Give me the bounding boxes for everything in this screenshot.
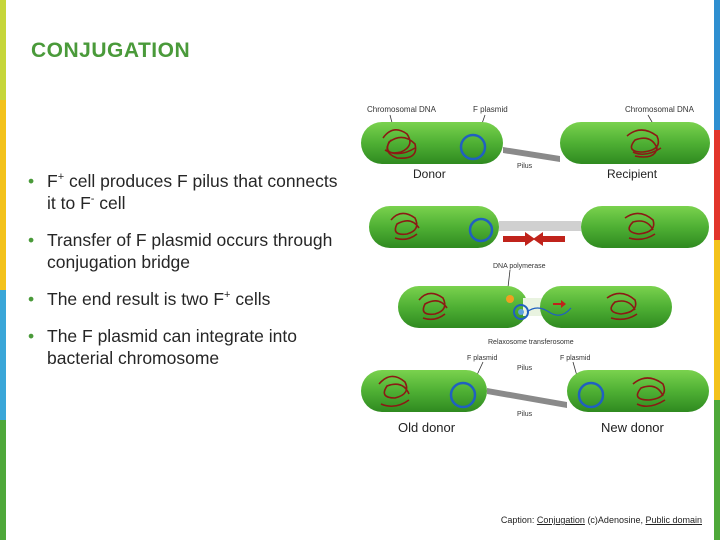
image-caption: Caption: Conjugation (c)Adenosine, Publi… xyxy=(501,515,702,525)
bullet-text: cell xyxy=(94,193,126,213)
bullet-text: cells xyxy=(230,289,271,309)
right-color-stripe xyxy=(714,0,720,540)
dna-polymerase-dot xyxy=(506,295,514,303)
caption-source-link[interactable]: Conjugation xyxy=(536,515,585,525)
label-new-donor: New donor xyxy=(601,420,664,435)
transfer-arrow-right xyxy=(503,232,535,246)
chromosome-coil xyxy=(632,377,666,408)
left-color-stripe xyxy=(0,0,6,540)
caption-license-link[interactable]: Public domain xyxy=(645,515,702,525)
bullet-item: • The F plasmid can integrate into bacter… xyxy=(28,325,348,369)
label-dna-polymerase: DNA polymerase xyxy=(493,263,546,270)
bullet-list: •F+ cell produces F pilus that connects … xyxy=(28,170,348,384)
label-donor: Donor xyxy=(413,167,446,181)
label-f-plasmid-right: F plasmid xyxy=(560,355,590,362)
f-plasmid-circle xyxy=(459,133,487,161)
donor-cell xyxy=(398,286,528,328)
label-chromosomal-dna-right: Chromosomal DNA xyxy=(625,105,695,114)
old-donor-cell xyxy=(361,370,487,412)
label-chromosomal-dna-left: Chromosomal DNA xyxy=(367,105,437,114)
chromosome-coil xyxy=(606,292,638,321)
superscript: - xyxy=(90,193,95,206)
bullet-dot: • xyxy=(28,289,35,309)
chromosome-coil xyxy=(626,129,662,158)
transfer-arrow-left xyxy=(533,232,565,246)
pilus xyxy=(487,388,567,408)
caption-author: (c)Adenosine, xyxy=(584,515,646,525)
f-plasmid-circle xyxy=(468,217,494,243)
conjugation-diagram: Chromosomal DNA F plasmid Chromosomal DN… xyxy=(361,105,710,418)
f-plasmid-circle xyxy=(513,304,529,320)
label-pilus-1: Pilus xyxy=(517,163,533,170)
bullet-dot: • xyxy=(28,230,35,250)
transfer-arrow xyxy=(553,300,566,308)
transferred-strand xyxy=(526,307,572,316)
label-pilus-3: Pilus xyxy=(517,411,533,418)
label-f-plasmid-left: F plasmid xyxy=(467,355,497,362)
pilus xyxy=(503,147,560,162)
superscript: + xyxy=(224,289,231,302)
recipient-cell xyxy=(581,206,709,248)
chromosome-coil xyxy=(418,292,448,321)
chromosome-coil xyxy=(382,129,417,160)
bullet-text: F xyxy=(47,171,58,191)
label-old-donor: Old donor xyxy=(398,420,456,435)
caption-prefix: Caption: xyxy=(500,515,537,525)
chromosome-coil xyxy=(390,212,420,241)
recipient-cell xyxy=(560,122,710,164)
bullet-text: cell produces F pilus that connects it t… xyxy=(47,171,338,213)
superscript: + xyxy=(57,171,65,184)
label-relaxosome: Relaxosome transferosome xyxy=(488,339,574,346)
bullet-text: Transfer of F plasmid occurs through con… xyxy=(47,230,333,272)
label-recipient: Recipient xyxy=(607,167,658,181)
bullet-item: • The end result is two F+ cells xyxy=(28,288,348,310)
recipient-cell xyxy=(540,286,672,328)
chromosome-coil xyxy=(378,375,410,408)
bullet-dot: • xyxy=(28,171,35,191)
label-f-plasmid-top: F plasmid xyxy=(473,105,508,114)
bullet-text: The F plasmid can integrate into bacteri… xyxy=(47,326,297,368)
bullet-text: The end result is two F xyxy=(47,289,225,309)
f-plasmid-circle xyxy=(449,381,477,409)
relaxosome-dot xyxy=(518,309,524,315)
donor-cell xyxy=(369,206,499,248)
conjugation-bridge xyxy=(499,221,581,231)
slide-title: CONJUGATION xyxy=(31,39,191,62)
bullet-dot: • xyxy=(28,326,35,346)
bullet-item: • F+ cell produces F pilus that connects … xyxy=(28,170,348,214)
bullet-item: • Transfer of F plasmid occurs through co… xyxy=(28,229,348,273)
f-plasmid-circle xyxy=(577,381,605,409)
chromosome-coil xyxy=(624,212,656,241)
label-pilus-2: Pilus xyxy=(517,365,533,372)
donor-cell xyxy=(361,122,503,164)
